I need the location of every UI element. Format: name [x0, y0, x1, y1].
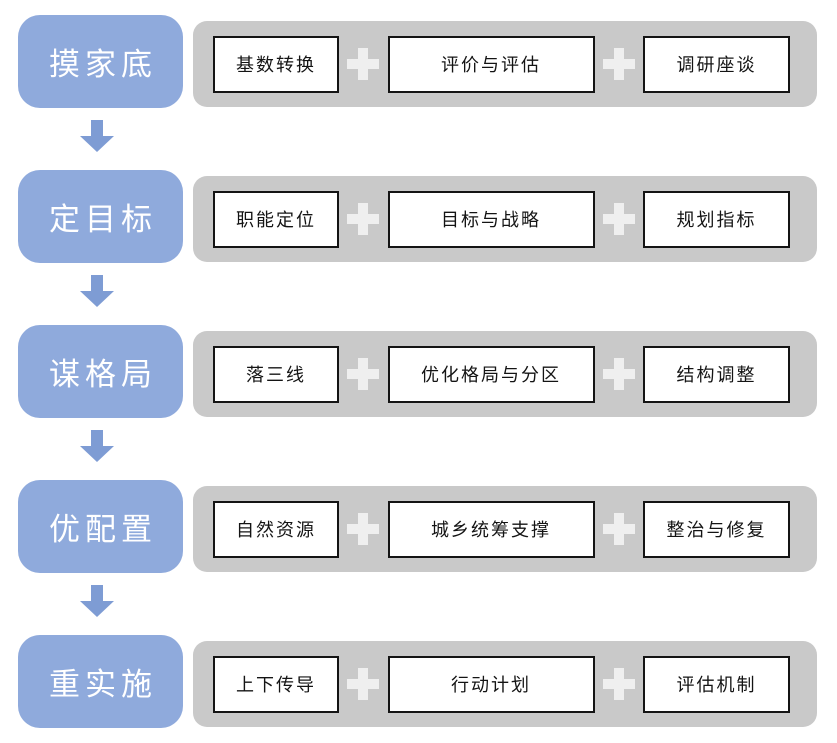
step-bar-5: 上下传导 行动计划 评估机制 [193, 641, 817, 727]
plus-glyph [347, 513, 380, 545]
diagram-row-5: 重实施 上下传导 行动计划 评估机制 [0, 635, 837, 730]
stage-box-5: 重实施 [18, 635, 183, 728]
plus-icon [595, 668, 644, 700]
arrow-head [80, 291, 114, 307]
step-box: 评价与评估 [387, 35, 595, 93]
down-arrow-icon [80, 430, 114, 462]
plus-icon [595, 513, 644, 545]
step-box: 结构调整 [643, 345, 790, 403]
diagram-row-4: 优配置 自然资源 城乡统筹支撑 整治与修复 [0, 480, 837, 575]
plus-icon [595, 203, 644, 235]
stage-box-2: 定目标 [18, 170, 183, 263]
stage-box-1: 摸家底 [18, 15, 183, 108]
down-arrow-icon [80, 585, 114, 617]
step-box: 上下传导 [213, 655, 339, 713]
arrow-head [80, 446, 114, 462]
step-box: 优化格局与分区 [387, 345, 595, 403]
step-bar-1: 基数转换 评价与评估 调研座谈 [193, 21, 817, 107]
plus-icon [595, 48, 644, 80]
plus-icon [595, 358, 644, 390]
step-box: 调研座谈 [643, 35, 790, 93]
step-bar-2: 职能定位 目标与战略 规划指标 [193, 176, 817, 262]
step-box: 整治与修复 [643, 500, 790, 558]
diagram-row-3: 谋格局 落三线 优化格局与分区 结构调整 [0, 325, 837, 420]
diagram-row-1: 摸家底 基数转换 评价与评估 调研座谈 [0, 15, 837, 110]
step-box: 城乡统筹支撑 [387, 500, 595, 558]
stage-box-3: 谋格局 [18, 325, 183, 418]
arrow-stem [91, 275, 103, 291]
step-box: 基数转换 [213, 35, 339, 93]
stage-box-4: 优配置 [18, 480, 183, 573]
plus-glyph [602, 358, 635, 390]
step-box: 目标与战略 [387, 190, 595, 248]
step-box: 评估机制 [643, 655, 790, 713]
step-bar-4: 自然资源 城乡统筹支撑 整治与修复 [193, 486, 817, 572]
plus-glyph [602, 668, 635, 700]
step-box: 职能定位 [213, 190, 339, 248]
step-box: 落三线 [213, 345, 339, 403]
arrow-head [80, 601, 114, 617]
plus-icon [339, 358, 388, 390]
plus-glyph [347, 358, 380, 390]
step-box: 自然资源 [213, 500, 339, 558]
plus-glyph [602, 203, 635, 235]
arrow-stem [91, 120, 103, 136]
plus-glyph [347, 203, 380, 235]
arrow-stem [91, 585, 103, 601]
down-arrow-icon [80, 275, 114, 307]
plus-glyph [347, 48, 380, 80]
plus-icon [339, 48, 388, 80]
plus-glyph [347, 668, 380, 700]
diagram-row-2: 定目标 职能定位 目标与战略 规划指标 [0, 170, 837, 265]
down-arrow-icon [80, 120, 114, 152]
plus-glyph [602, 513, 635, 545]
plus-icon [339, 668, 388, 700]
arrow-head [80, 136, 114, 152]
step-box: 规划指标 [643, 190, 790, 248]
step-bar-3: 落三线 优化格局与分区 结构调整 [193, 331, 817, 417]
plus-icon [339, 513, 388, 545]
plus-icon [339, 203, 388, 235]
plus-glyph [602, 48, 635, 80]
step-box: 行动计划 [387, 655, 595, 713]
arrow-stem [91, 430, 103, 446]
